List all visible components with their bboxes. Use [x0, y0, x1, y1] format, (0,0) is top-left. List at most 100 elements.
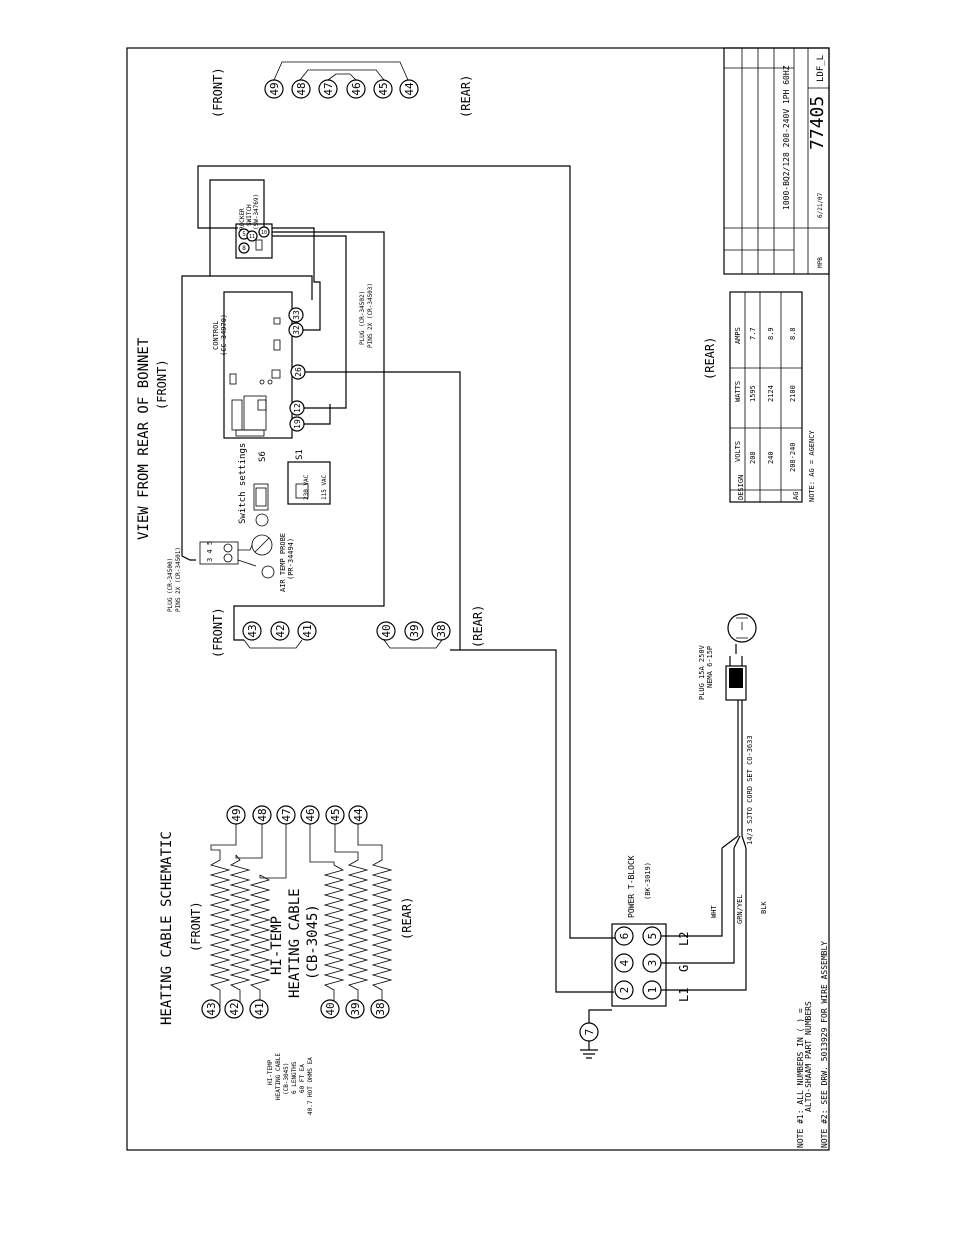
dip-switch-s6	[253, 483, 269, 511]
control-terminal-32: 32	[288, 322, 304, 338]
cord-label: 14/3 SJTO CORD SET CO-3633	[746, 735, 754, 845]
bonnet-terminal-38: 38	[431, 621, 451, 641]
heating-cable-schematic: HEATING CABLE SCHEMATIC (FRONT) (REAR) H…	[159, 805, 414, 1115]
heating-cable-43-49	[209, 848, 231, 1000]
wire-rocker-to-control	[272, 227, 321, 331]
control-terminal-33: 33	[288, 307, 304, 323]
spec-row3-volts: 208-240	[789, 442, 797, 472]
power-tblock: POWER T-BLOCK (BK-3019) 2 4 6 1 3 5 L1 G…	[579, 613, 768, 1059]
tblock-terminal-3: 3	[642, 953, 662, 973]
note-1b: ALTO-SHAAM PART NUMBERS	[804, 1001, 813, 1112]
svg-text:46: 46	[350, 82, 363, 95]
ground-terminal-7: 7	[579, 1022, 599, 1042]
rocker-switch	[235, 223, 273, 259]
drawing-date: 6/21/07	[817, 192, 824, 218]
svg-text:42: 42	[274, 624, 287, 637]
plug-label: PLUG 15A 250V	[698, 644, 706, 700]
control-label: CONTROL	[212, 320, 220, 350]
control-part: (CC-34970)	[220, 314, 228, 356]
svg-text:2: 2	[618, 987, 631, 994]
svg-text:44: 44	[352, 808, 365, 822]
schematic-rear-label: (REAR)	[400, 897, 414, 940]
svg-text:26: 26	[294, 367, 303, 377]
spec-row3-watts: 2100	[789, 385, 797, 402]
schematic-front-label: (FRONT)	[189, 901, 203, 952]
bonnet-terminal-45: 45	[373, 79, 393, 99]
svg-text:41: 41	[301, 624, 314, 637]
control-terminal-26: 26	[290, 364, 306, 380]
bonnet-rear-top: (REAR)	[459, 75, 473, 118]
control-terminal-12: 12	[289, 400, 305, 416]
bonnet-view: VIEW FROM REAR OF BONNET (FRONT) (FRONT)…	[136, 61, 618, 993]
control-terminal-19: 19	[289, 416, 305, 432]
notes: NOTE #1: ALL NUMBERS IN ( ) = ALTO-SHAAM…	[796, 941, 829, 1148]
rocker-label: ROCKER	[239, 208, 246, 230]
tblock-terminal-5: 5	[642, 926, 662, 946]
svg-text:39: 39	[408, 624, 421, 637]
spec-row1-watts: 1595	[749, 385, 757, 402]
s6-label: S6	[258, 451, 268, 462]
svg-text:19: 19	[293, 419, 302, 429]
switch-settings-label: Switch settings	[238, 443, 248, 524]
probe-part: (PR-34494)	[287, 538, 295, 580]
bonnet-terminal-40: 40	[376, 621, 396, 641]
cable-note-4: 60 FT EA	[299, 1064, 306, 1093]
heating-cable-42-48	[229, 854, 251, 1000]
plug-face-icon	[727, 613, 757, 643]
bonnet-terminal-48: 48	[291, 79, 311, 99]
svg-text:1: 1	[646, 987, 659, 994]
bonnet-terminal-47: 47	[318, 79, 338, 99]
spec-row1-amps: 7.7	[749, 327, 757, 340]
spec-header-watts: WATTS	[734, 381, 742, 402]
v230-label: 230 VAC	[303, 474, 310, 500]
spec-header-volts: VOLTS	[734, 441, 742, 462]
plug-type: NEMA 6-15P	[706, 646, 714, 688]
cable-terminal-46: 46	[300, 805, 320, 825]
svg-text:43: 43	[246, 624, 259, 637]
svg-text:3: 3	[646, 960, 659, 967]
cable-label-line1: HI-TEMP	[269, 916, 285, 975]
tblock-terminal-4: 4	[614, 953, 634, 973]
cable-terminal-41: 41	[249, 999, 269, 1019]
spec-row3-design: AG	[792, 492, 800, 500]
spec-row2-volts: 240	[767, 451, 775, 464]
svg-text:47: 47	[280, 808, 293, 821]
tblock-part: (BK-3019)	[644, 862, 652, 900]
cable-label-line3: (CB-3045)	[305, 904, 321, 980]
rocker-part: (SW-34769)	[253, 194, 260, 230]
svg-text:38: 38	[435, 624, 448, 637]
spec-table: (REAR) DESIGN VOLTS WATTS AMPS 208 1595 …	[703, 291, 816, 503]
schematic-title: HEATING CABLE SCHEMATIC	[159, 831, 175, 1025]
heating-cable-38-44	[371, 848, 393, 1000]
svg-text:49: 49	[268, 82, 281, 95]
svg-text:4: 4	[618, 959, 631, 966]
probe-plug-pins: PINS 2X (CR-34501)	[175, 547, 182, 612]
svg-text:5: 5	[242, 231, 246, 238]
bonnet-terminal-49: 49	[264, 79, 284, 99]
spec-row3-amps: 8.8	[789, 327, 797, 340]
svg-text:5: 5	[646, 933, 659, 940]
wire-control-to-tblock	[305, 371, 461, 650]
svg-text:46: 46	[304, 808, 317, 821]
power-cord	[721, 700, 747, 849]
rocker-terminal-11: 11	[246, 230, 258, 242]
title-block: 1000-BQ2/128 208-240V 1PH 60HZ 77405 LDF…	[723, 47, 830, 275]
note-2: NOTE #2: SEE DRW. 5013929 FOR WIRE ASSEM…	[820, 941, 829, 1148]
bonnet-front-mid: (FRONT)	[211, 607, 225, 658]
spec-row2-amps: 8.9	[767, 327, 775, 340]
svg-text:44: 44	[403, 82, 416, 96]
svg-text:48: 48	[256, 808, 269, 821]
v115-label: 115 VAC	[321, 474, 328, 500]
control-plug-label: PLUG (CR-34502)	[359, 291, 366, 345]
cable-terminal-47: 47	[276, 805, 296, 825]
tblock-terminal-6: 6	[614, 926, 634, 946]
probe-plug	[199, 541, 239, 565]
svg-text:32: 32	[292, 325, 301, 335]
bonnet-front-top: (FRONT)	[211, 67, 225, 118]
voltage-switch-s1	[287, 461, 331, 505]
wire-color-grnyel: GRN/YEL	[736, 894, 744, 924]
svg-text:10: 10	[261, 230, 267, 236]
bonnet-rear-mid: (REAR)	[471, 605, 485, 648]
cable-terminal-48: 48	[252, 805, 272, 825]
